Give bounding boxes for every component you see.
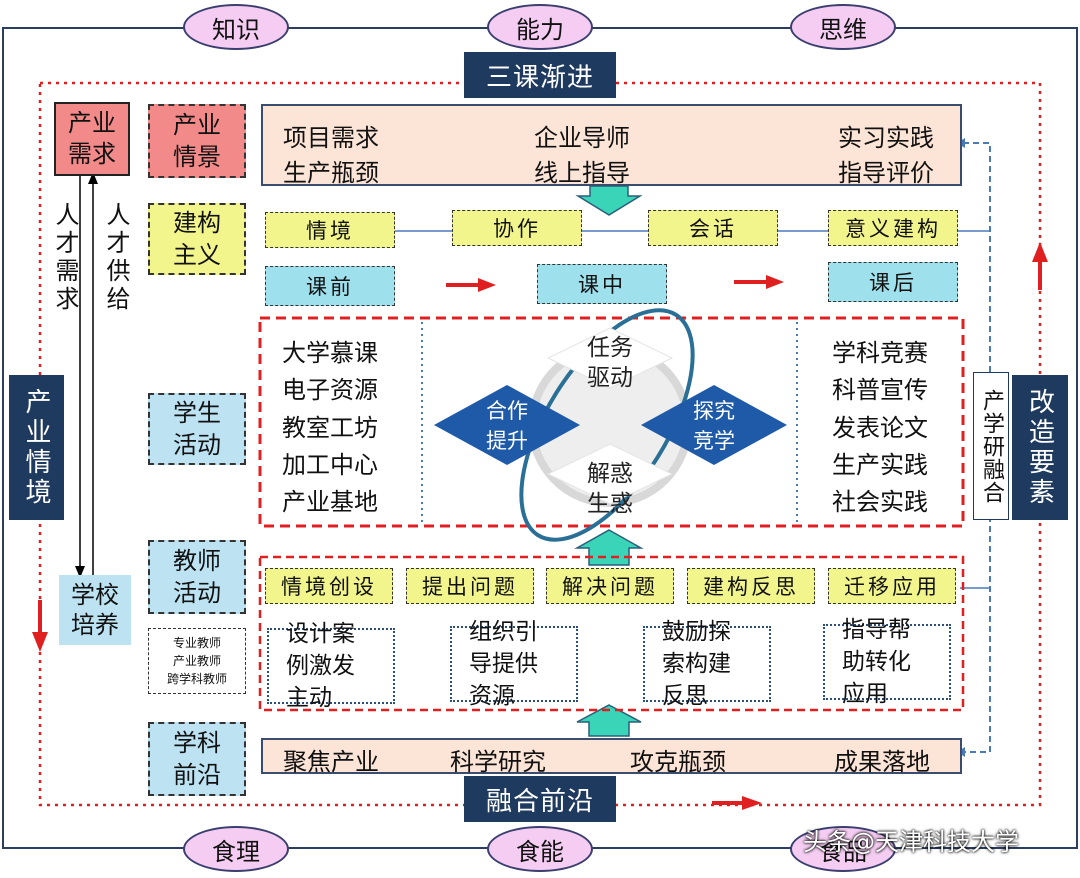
class-stage-during: 课中 — [537, 264, 667, 304]
teacher-step: 建构反思 — [687, 568, 815, 604]
watermark: 头条@天津科技大学 — [803, 828, 1019, 856]
frontier-fusion-banner: 融合前沿 — [464, 776, 616, 822]
construct-step-situation: 情境 — [265, 212, 395, 248]
teacher-types-box: 专业教师 产业教师 跨学科教师 — [148, 628, 246, 694]
student-resource-item: 加工中心 — [282, 450, 378, 479]
row-label-constructivism: 建构主义 — [148, 203, 246, 275]
frontier-item: 攻克瓶颈 — [630, 748, 726, 776]
row-label-frontier: 学科前沿 — [148, 722, 246, 796]
construct-step-conversation: 会话 — [648, 210, 778, 246]
teacher-type: 专业教师 — [172, 636, 221, 650]
class-stage-after: 课后 — [828, 262, 958, 302]
teacher-step: 迁移应用 — [828, 568, 956, 604]
industry-item: 项目需求 — [283, 124, 379, 152]
industry-demand-box: 产业需求 — [54, 102, 130, 176]
task-driven-label: 任务驱动 — [587, 335, 633, 391]
student-outcome-item: 社会实践 — [832, 488, 928, 516]
industry-scene-box: 项目需求 生产瓶颈 企业导师 线上指导 实习实践 指导评价 — [261, 104, 962, 187]
frontier-item: 成果落地 — [834, 748, 930, 776]
row-label-teacher-activity: 教师活动 — [148, 540, 246, 614]
teacher-type: 产业教师 — [172, 654, 221, 668]
student-resource-item: 教室工坊 — [282, 413, 378, 442]
industry-item: 企业导师 — [534, 124, 630, 152]
student-resources: 大学慕课 电子资源 教室工坊 加工中心 产业基地 — [282, 333, 378, 517]
integration-box: 产学研融合 — [973, 372, 1009, 520]
teacher-action: 鼓励探索构建反思 — [643, 619, 771, 709]
teacher-step: 提出问题 — [406, 568, 534, 604]
row-label-student-activity: 学生活动 — [148, 393, 246, 465]
industry-col-3: 实习实践 指导评价 — [838, 118, 934, 187]
industry-item: 指导评价 — [838, 159, 934, 187]
student-outcomes: 学科竞赛 科普宣传 发表论文 生产实践 社会实践 — [832, 333, 928, 517]
teacher-action: 设计案例激发主动 — [267, 621, 395, 711]
food-theory-oval: 食理 — [183, 826, 289, 872]
resolve-doubt-label: 解惑生惑 — [587, 461, 633, 517]
student-outcome-item: 学科竞赛 — [832, 339, 928, 367]
construct-step-meaning: 意义建构 — [828, 210, 958, 246]
student-resource-item: 电子资源 — [282, 376, 378, 405]
ability-oval: 能力 — [487, 4, 593, 50]
construct-step-collaboration: 协作 — [452, 210, 582, 246]
food-product-oval: 食品 — [790, 826, 896, 872]
industry-col-1: 项目需求 生产瓶颈 — [283, 118, 379, 187]
industry-col-2: 企业导师 线上指导 — [534, 118, 630, 187]
student-outcome-item: 科普宣传 — [832, 376, 928, 405]
food-ability-oval: 食能 — [487, 826, 593, 872]
student-outcome-item: 发表论文 — [832, 413, 928, 442]
thinking-oval: 思维 — [790, 4, 896, 50]
teacher-action: 指导帮助转化应用 — [823, 617, 951, 707]
student-outcome-item: 生产实践 — [832, 450, 928, 479]
class-stage-before: 课前 — [265, 266, 395, 306]
teacher-type: 跨学科教师 — [166, 672, 227, 686]
frontier-item: 科学研究 — [450, 748, 546, 776]
student-resource-item: 产业基地 — [282, 488, 378, 516]
teacher-step: 解决问题 — [546, 568, 674, 604]
talent-supply-label: 人才供给 — [102, 202, 130, 314]
reform-elements-bar: 改造要素 — [1012, 375, 1068, 520]
frontier-box: 聚焦产业 科学研究 攻克瓶颈 成果落地 — [261, 738, 962, 776]
teacher-step: 情境创设 — [265, 568, 393, 604]
teacher-action: 组织引导提供资源 — [450, 619, 578, 709]
industry-item: 实习实践 — [838, 124, 934, 152]
student-resource-item: 大学慕课 — [282, 339, 378, 367]
three-lessons-banner: 三课渐进 — [464, 52, 616, 98]
industry-item: 线上指导 — [534, 159, 630, 187]
explore-compete-label: 探究竞学 — [693, 399, 735, 453]
knowledge-oval: 知识 — [183, 4, 289, 50]
industry-context-bar: 产业情境 — [9, 375, 64, 520]
industry-item: 生产瓶颈 — [283, 159, 379, 187]
cooperation-label: 合作提升 — [486, 399, 528, 453]
frontier-item: 聚焦产业 — [283, 748, 379, 776]
row-label-industry-scene: 产业情景 — [148, 104, 246, 178]
school-training-box: 学校培养 — [59, 575, 131, 645]
talent-demand-label: 人才需求 — [51, 202, 79, 314]
